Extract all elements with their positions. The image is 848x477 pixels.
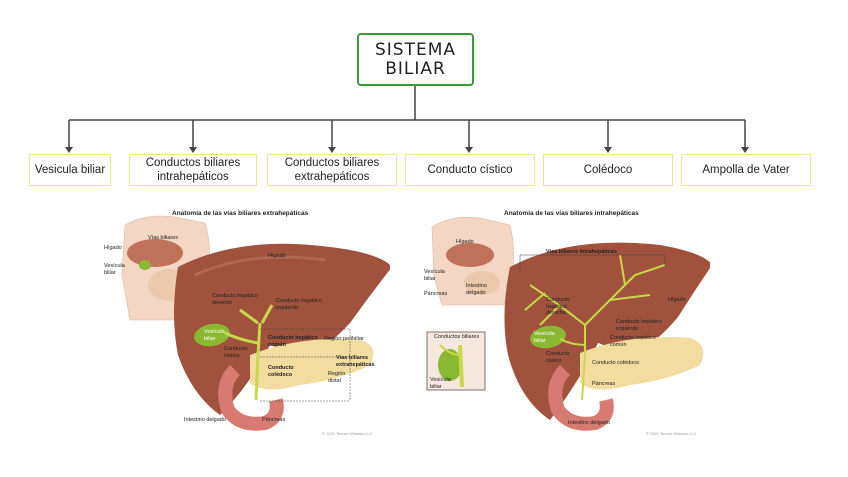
intrahepatic-figure-title: Anatomía de las vías biliares intrahepát… (504, 210, 639, 217)
root-node-sistema-biliar: SISTEMA BILIAR (357, 33, 474, 86)
label-intestino-right: Intestino delgado (568, 420, 610, 426)
node-conductos-extrahepaticos: Conductos biliares extrahepáticos (267, 154, 397, 186)
label-higado-small-right: Hígado (456, 239, 474, 245)
label-inset-title: Conductos biliares (434, 334, 480, 340)
label-intestino-small: Intestino delgado (466, 283, 487, 296)
right-copyright: © 2021 Terese Winslow LLC (646, 431, 697, 436)
label-pancreas-right: Páncreas (592, 381, 616, 387)
label-hepatico-comun-right: Conducto hepático común (610, 335, 656, 348)
label-vesicula-small: Vesícula biliar (104, 263, 125, 276)
intrahepatic-illustration (426, 216, 710, 431)
label-cistico: Conducto cístico (224, 346, 248, 359)
label-hepatico-derecho-right: Conducto hepático derecho (546, 297, 570, 316)
label-coledoco-right: Conducto colédoco (592, 360, 640, 366)
connector-lines (65, 86, 749, 153)
label-region-perihiliar: Región perihiliar (324, 336, 364, 342)
label-hepatico-izquierdo: Conducto hepático izquierdo (276, 298, 322, 311)
label-vias-intrahepaticas: Vías biliares intrahepáticas (546, 249, 617, 255)
label-inset-vesicula: Vesícula biliar (430, 377, 451, 390)
extrahepatic-anatomy-figure: Anatomía de las vías biliares extrahepát… (100, 205, 390, 445)
label-region-distal: Región distal (328, 371, 346, 384)
label-vesicula-small-right: Vesícula biliar (424, 269, 445, 282)
label-vesicula-right: Vesícula biliar (534, 331, 555, 344)
node-vesicula-biliar: Vesicula biliar (29, 154, 111, 186)
extrahepatic-illustration (121, 215, 390, 431)
label-higado-right: Hígado (668, 297, 686, 303)
label-higado: Hígado (268, 253, 286, 259)
label-vias-biliares: Vías biliares (148, 235, 178, 241)
node-conductos-intrahepaticos: Conductos biliares intrahepáticos (129, 154, 257, 186)
intrahepatic-anatomy-figure: Anatomía de las vías biliares intrahepát… (420, 205, 710, 445)
node-ampolla-de-vater: Ampolla de Vater (681, 154, 811, 186)
extrahepatic-figure-title: Anatomía de las vías biliares extrahepát… (172, 210, 309, 217)
label-pancreas-small: Páncreas (424, 291, 448, 297)
label-vesicula: Vesícula biliar (204, 329, 225, 342)
label-vias-extrahepaticas: Vías biliares extrahepáticas (336, 355, 375, 368)
node-conducto-cistico: Conducto cístico (405, 154, 535, 186)
label-hepatico-izquierdo-right: Conducto hepático izquierdo (616, 319, 662, 332)
label-hepatico-comun: Conducto hepático común (268, 335, 318, 348)
label-intestino-delgado: Intestino delgado (184, 417, 226, 423)
label-cistico-right: Conducto cístico (546, 351, 570, 364)
label-coledoco: Conducto colédoco (268, 365, 294, 378)
label-pancreas: Páncreas (262, 417, 286, 423)
label-higado-small: Hígado (104, 245, 122, 251)
node-coledoco: Colédoco (543, 154, 673, 186)
left-copyright: © 2021 Terese Winslow LLC (322, 431, 373, 436)
label-hepatico-derecho: Conducto hepático derecho (212, 293, 258, 306)
